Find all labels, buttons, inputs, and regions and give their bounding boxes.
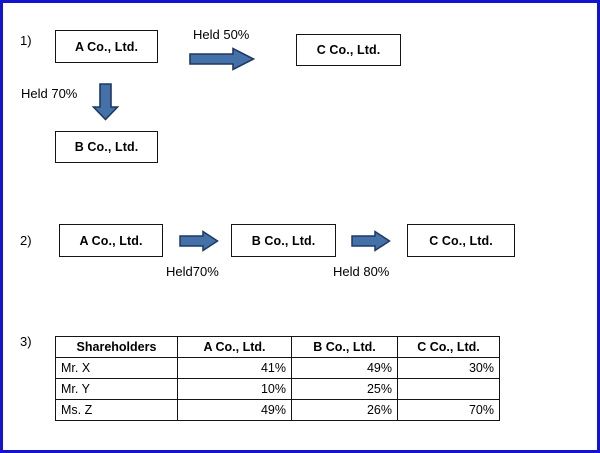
table-cell-b: 25%	[291, 378, 398, 400]
section2-box-c-co: C Co., Ltd.	[407, 224, 515, 257]
table-header-b-co: B Co., Ltd.	[291, 336, 398, 358]
table-cell-b: 26%	[291, 399, 398, 421]
table-header-c-co: C Co., Ltd.	[397, 336, 500, 358]
table-cell-name: Mr. X	[55, 357, 178, 379]
table-row: Mr. Y 10% 25%	[55, 378, 500, 400]
section2-held-70-label: Held70%	[166, 264, 219, 279]
table-header-row: Shareholders A Co., Ltd. B Co., Ltd. C C…	[55, 336, 500, 358]
section1-held-50-label: Held 50%	[193, 27, 250, 42]
section1-arrow-down-a-to-b-icon	[92, 83, 120, 121]
table-cell-name: Ms. Z	[55, 399, 178, 421]
table-cell-c	[397, 378, 500, 400]
table-cell-c: 70%	[397, 399, 500, 421]
section1-box-a-co: A Co., Ltd.	[55, 30, 158, 63]
section2-arrow-right-b-to-c-icon	[351, 230, 391, 252]
table-cell-name: Mr. Y	[55, 378, 178, 400]
section-3-label: 3)	[20, 334, 32, 349]
section2-box-a-co: A Co., Ltd.	[59, 224, 163, 257]
table-cell-a: 41%	[177, 357, 292, 379]
section2-box-b-co: B Co., Ltd.	[231, 224, 336, 257]
table-row: Ms. Z 49% 26% 70%	[55, 399, 500, 421]
table-cell-b: 49%	[291, 357, 398, 379]
section2-arrow-right-a-to-b-icon	[179, 230, 219, 252]
table-header-a-co: A Co., Ltd.	[177, 336, 292, 358]
section1-arrow-right-a-to-c-icon	[189, 47, 255, 71]
table-cell-c: 30%	[397, 357, 500, 379]
section1-box-b-co: B Co., Ltd.	[55, 131, 158, 163]
section2-held-80-label: Held 80%	[333, 264, 390, 279]
table-cell-a: 49%	[177, 399, 292, 421]
section-1-label: 1)	[20, 33, 32, 48]
table-row: Mr. X 41% 49% 30%	[55, 357, 500, 379]
section1-box-c-co: C Co., Ltd.	[296, 34, 401, 66]
table-cell-a: 10%	[177, 378, 292, 400]
section1-held-70-label: Held 70%	[21, 86, 78, 101]
shareholders-table: Shareholders A Co., Ltd. B Co., Ltd. C C…	[55, 336, 500, 421]
table-header-shareholders: Shareholders	[55, 336, 178, 358]
section-2-label: 2)	[20, 233, 32, 248]
